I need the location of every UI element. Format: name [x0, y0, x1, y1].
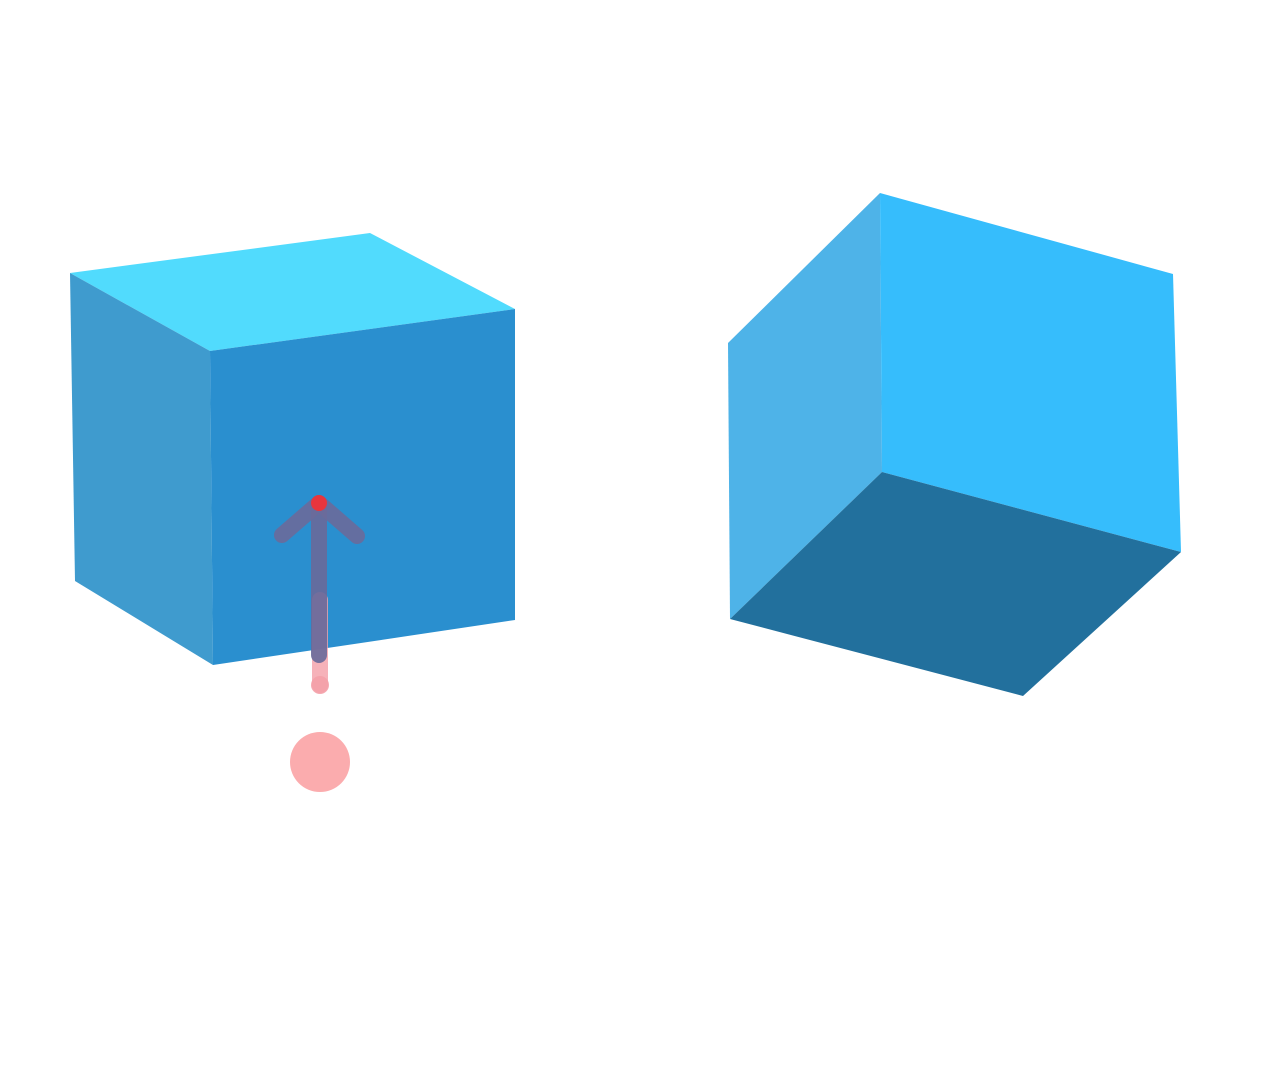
cube-from-above: [70, 233, 515, 665]
cube-from-above-front-face: [210, 309, 515, 665]
swipe-trail-end-dot: [311, 676, 329, 694]
cube-from-below-left-face: [728, 193, 882, 619]
swipe-up-gesture: [274, 495, 365, 792]
touch-point-dot: [311, 495, 327, 511]
cube-from-above-top-face: [70, 233, 515, 351]
touch-start-dot: [290, 732, 350, 792]
cube-from-below-bottom-face: [730, 472, 1181, 696]
cube-from-above-left-face: [70, 273, 213, 665]
cube-from-below-back-face: [880, 193, 1181, 552]
cube-from-below: [728, 193, 1181, 696]
